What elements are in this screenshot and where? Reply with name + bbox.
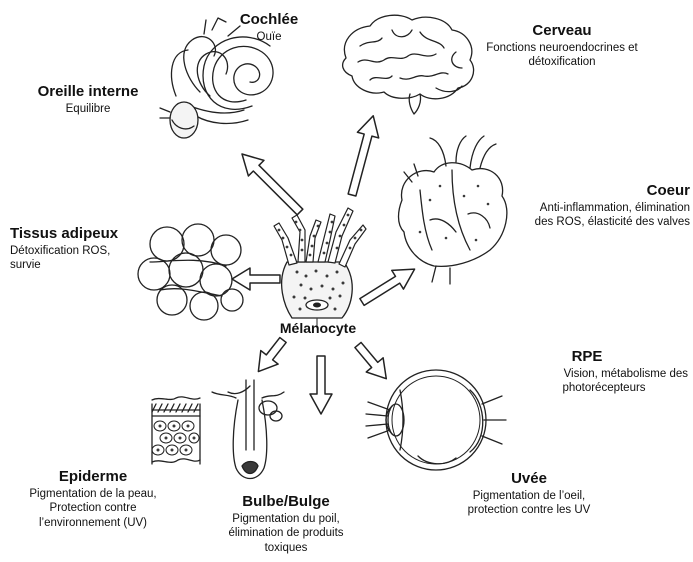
melanocyte-title: Mélanocyte (264, 320, 372, 338)
hair-bulb-desc-1: Pigmentation du poil, (206, 512, 366, 526)
label-cochlea: Cochlée Ouïe (216, 11, 322, 44)
hair-bulb-desc-3: toxiques (206, 541, 366, 555)
rpe-title: RPE (510, 348, 688, 367)
adipose-title: Tissus adipeux (10, 225, 150, 244)
adipose-illustration (138, 224, 243, 320)
hair-bulb-title: Bulbe/Bulge (206, 493, 366, 512)
arrow-to-cochlea (234, 146, 308, 220)
adipose-desc-2: survie (10, 258, 150, 272)
arrow-to-heart (356, 260, 420, 312)
arrow-to-epidermis (250, 333, 292, 378)
arrow-to-brain (341, 113, 383, 198)
brain-desc-2: détoxification (462, 55, 662, 69)
label-rpe: RPE Vision, métabolisme des photorécepte… (510, 348, 688, 396)
heart-title: Coeur (500, 182, 690, 201)
brain-desc-1: Fonctions neuroendocrines et (462, 41, 662, 55)
arrow-to-uvea (350, 338, 395, 386)
eye-illustration (366, 370, 506, 470)
heart-desc-1: Anti-inflammation, élimination (500, 201, 690, 215)
uvea-desc-2: protection contre les UV (446, 503, 612, 517)
adipose-desc-1: Détoxification ROS, (10, 244, 150, 258)
heart-desc-2: des ROS, élasticité des valves (500, 215, 690, 229)
label-epidermis: Epiderme Pigmentation de la peau, Protec… (8, 468, 178, 530)
label-brain: Cerveau Fonctions neuroendocrines et dét… (462, 22, 662, 70)
label-adipose: Tissus adipeux Détoxification ROS, survi… (10, 225, 150, 273)
heart-illustration (399, 136, 507, 284)
uvea-title: Uvée (446, 470, 612, 489)
label-inner-ear: Oreille interne Equilibre (12, 83, 164, 116)
label-melanocyte: Mélanocyte (264, 320, 372, 338)
cochlea-title: Cochlée (216, 11, 322, 30)
label-uvea: Uvée Pigmentation de l’oeil, protection … (446, 470, 612, 518)
label-hair-bulb: Bulbe/Bulge Pigmentation du poil, élimin… (206, 493, 366, 555)
epidermis-desc-1: Pigmentation de la peau, (8, 487, 178, 501)
uvea-desc-1: Pigmentation de l’oeil, (446, 489, 612, 503)
inner-ear-title: Oreille interne (12, 83, 164, 102)
rpe-desc-2: photorécepteurs (510, 381, 688, 395)
epidermis-title: Epiderme (8, 468, 178, 487)
rpe-desc-1: Vision, métabolisme des (510, 367, 688, 381)
inner-ear-desc-1: Equilibre (12, 102, 164, 116)
hair-bulb-desc-2: élimination de produits (206, 526, 366, 540)
label-heart: Coeur Anti-inflammation, élimination des… (500, 182, 690, 230)
cochlea-desc-1: Ouïe (216, 30, 322, 44)
hair-bulb-illustration (212, 380, 284, 479)
arrow-to-bulb (310, 356, 332, 414)
brain-title: Cerveau (462, 22, 662, 41)
melanocyte-illustration (274, 208, 366, 318)
epidermis-illustration (152, 397, 200, 464)
epidermis-desc-3: l’environnement (UV) (8, 516, 178, 530)
arrow-to-adipose (232, 268, 280, 290)
brain-illustration (343, 15, 474, 114)
epidermis-desc-2: Protection contre (8, 501, 178, 515)
